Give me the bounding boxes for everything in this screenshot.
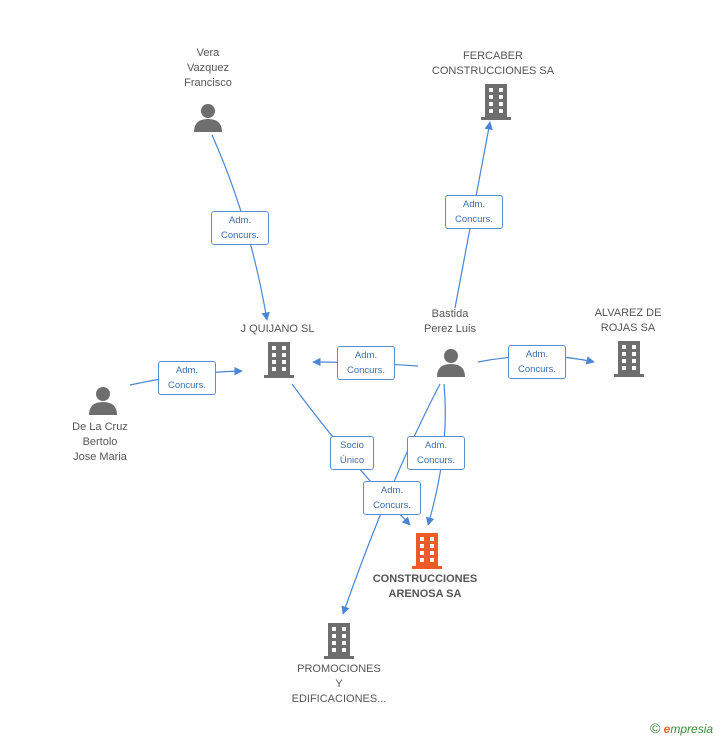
edge-label-quijano-arenosa: Socio Único	[330, 436, 374, 470]
node-label-bastida[interactable]: Bastida Perez Luis	[424, 308, 476, 335]
node-label-fercaber[interactable]: FERCABER CONSTRUCCIONES SA	[431, 50, 555, 77]
building-icon-arenosa	[412, 533, 442, 569]
empresia-logo[interactable]: © empresia	[650, 720, 713, 736]
node-label-promociones[interactable]: PROMOCIONES Y EDIFICACIONES...	[291, 663, 387, 705]
node-label-vera[interactable]: Vera Vazquez Francisco	[184, 47, 232, 89]
edge-label-bastida-promociones: Adm. Concurs.	[363, 481, 421, 515]
node-label-quijano[interactable]: J QUIJANO SL	[240, 323, 315, 335]
edge-label-delacruz-quijano: Adm. Concurs.	[158, 361, 216, 395]
brand-name: mpresia	[670, 722, 714, 736]
building-icon-fercaber	[481, 84, 511, 120]
node-label-arenosa[interactable]: CONSTRUCCIONES ARENOSA SA	[372, 573, 478, 600]
person-icon-delacruz	[89, 387, 117, 415]
brand-letter: e	[663, 722, 671, 736]
edge-label-vera-quijano: Adm. Concurs.	[211, 211, 269, 245]
person-icon-vera	[194, 104, 222, 132]
edge-label-bastida-quijano: Adm. Concurs.	[337, 346, 395, 380]
edge-label-bastida-arenosa: Adm. Concurs.	[407, 436, 465, 470]
building-icon-promociones	[324, 623, 354, 659]
node-label-alvarez[interactable]: ALVAREZ DE ROJAS SA	[594, 307, 662, 334]
edge-label-bastida-alvarez: Adm. Concurs.	[508, 345, 566, 379]
person-icon-bastida	[437, 349, 465, 377]
copyright-icon: ©	[650, 720, 661, 736]
building-icon-alvarez	[614, 341, 644, 377]
node-label-delacruz[interactable]: De La Cruz Bertolo Jose Maria	[72, 421, 128, 463]
building-icon-quijano	[264, 342, 294, 378]
edge-label-bastida-fercaber: Adm. Concurs.	[445, 195, 503, 229]
